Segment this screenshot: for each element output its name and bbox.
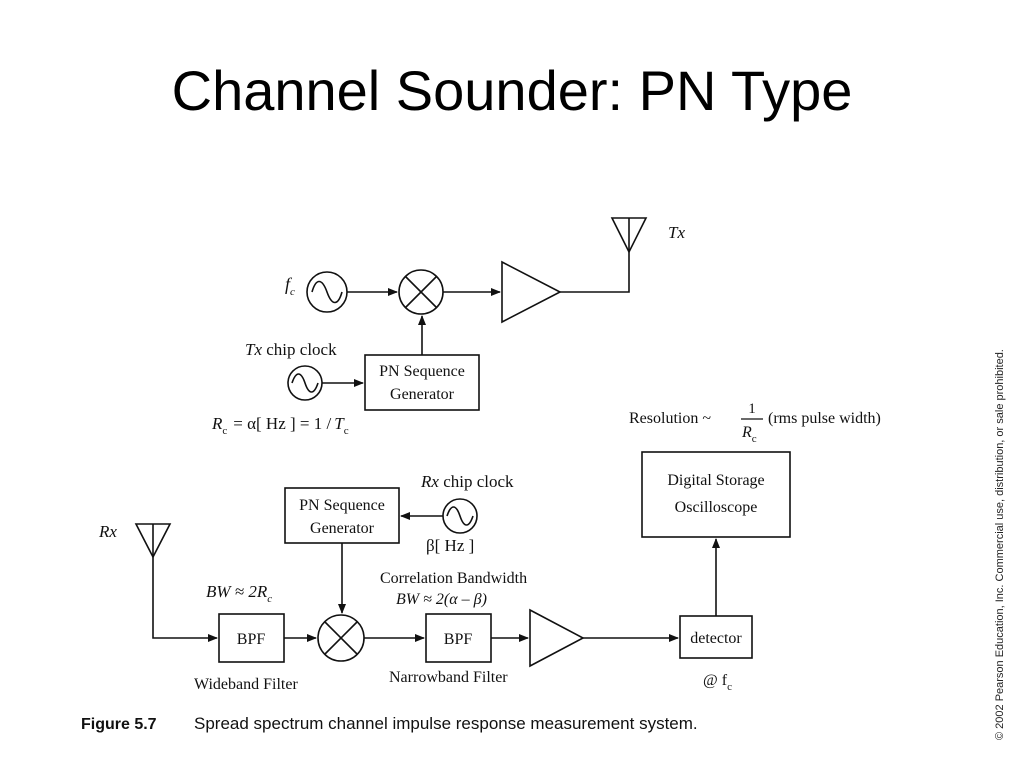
tx-pn-line1: PN Sequence [379,363,465,380]
tx-antenna-label: Tx [668,223,685,242]
slide-title: Channel Sounder: PN Type [171,59,853,122]
rx-chip-clock-label: Rx chip clock [420,472,514,491]
tx-chip-clock-label: Tx chip clock [245,340,337,359]
tx-chip-clock-oscillator-icon [287,365,323,401]
tx-amplifier-icon [501,260,562,324]
copyright-text: © 2002 Pearson Education, Inc. Commercia… [994,349,1006,740]
detector-label: detector [690,630,742,647]
tx-antenna-icon [610,217,648,254]
wideband-bw-label: BW ≈ 2Rc [206,582,272,605]
resolution-right-label: (rms pulse width) [768,410,881,427]
dso-line1: Digital Storage [667,472,764,489]
bpf1-label: BPF [237,631,266,648]
rx-pn-line1: PN Sequence [299,497,385,514]
transmitter-labels: Tx fc Tx chip clock PN Sequence Generato… [211,223,685,437]
tx-pn-line2: Generator [390,386,455,403]
rx-antenna-icon [134,523,172,559]
rx-pn-generator-box [284,487,400,544]
chip-rate-equation: Rc= α[ Hz ] = 1 /Tc [211,414,349,437]
fc-oscillator-icon [306,271,348,313]
narrowband-filter-label: Narrowband Filter [389,669,508,686]
tx-amp-to-antenna-line [560,252,630,293]
figure-caption: Spread spectrum channel impulse response… [194,714,698,733]
fc-label: fc [285,274,295,298]
wideband-filter-label: Wideband Filter [194,676,298,693]
bpf2-label: BPF [444,631,473,648]
resolution-numerator: 1 [748,401,756,417]
resolution-left-label: Resolution ~ [629,410,711,427]
dso-line2: Oscilloscope [675,499,758,516]
resolution-denominator: Rc [741,424,757,445]
rx-amplifier-icon [529,608,585,668]
rx-antenna-to-bpf-line [152,557,218,642]
rx-pn-line2: Generator [310,520,375,537]
tx-mixer-icon [398,269,444,315]
tx-pn-generator-box [364,354,480,411]
transmitter-section [287,217,648,411]
at-fc-label: @ fc [703,672,732,693]
beta-label: β[ Hz ] [426,536,474,555]
receiver-section [134,418,791,668]
correlation-bw-equation: BW ≈ 2(α – β) [396,591,487,608]
dso-box [641,451,791,538]
figure-number: Figure 5.7 [81,716,157,733]
rx-chip-clock-oscillator-icon [442,498,478,534]
rx-antenna-label: Rx [98,522,117,541]
receiver-labels: Rx Rx chip clock β[ Hz ] PN Sequence Gen… [98,401,881,693]
correlation-bandwidth-label: Correlation Bandwidth [380,570,527,587]
rx-mixer-icon [317,614,365,662]
